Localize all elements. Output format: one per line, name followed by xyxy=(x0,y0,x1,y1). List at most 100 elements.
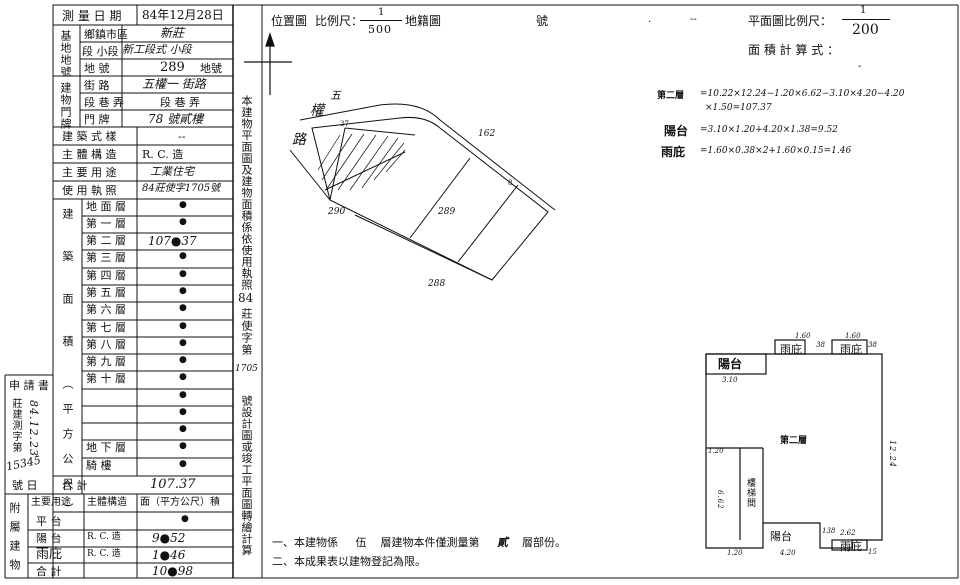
attached-struct: R. C. 造 xyxy=(87,532,121,542)
fp-balcony-bottom: 陽台 xyxy=(770,530,792,543)
fp-floor-label: 第二層 xyxy=(780,436,808,446)
floorplan-scale-label: 平面圖比例尺： xyxy=(748,14,833,28)
style-value: -- xyxy=(178,130,186,143)
note1-floor: 貳 xyxy=(497,536,508,549)
canopy-label: 雨庇 xyxy=(661,145,686,159)
balcony-label: 陽台 xyxy=(664,124,689,138)
floor-name: 騎 樓 xyxy=(86,459,112,472)
note1-suffix: 層部份。 xyxy=(522,536,566,549)
floorplan-scale-bar xyxy=(842,19,890,20)
use-label: 主 要 用 途 xyxy=(62,166,117,179)
note1-floors: 伍 xyxy=(355,536,367,549)
corner-b: 8 xyxy=(508,179,513,187)
lot-value: 289 xyxy=(160,60,185,75)
applicant-no-label: 莊建測字第 xyxy=(10,398,21,453)
fp-d662: 6.62 xyxy=(716,490,724,510)
floor-name: 第 三 層 xyxy=(86,251,126,264)
applicant-date: 84.12.23 xyxy=(27,400,40,457)
dash2: -- xyxy=(690,14,697,25)
scale-den: 500 xyxy=(368,23,392,36)
floor-name: 第 二 層 xyxy=(86,234,126,247)
section-value: 新工段式 小段 xyxy=(122,43,192,56)
floor-value: ● xyxy=(179,424,187,434)
balcony-formula: =3.10×1.20+4.20×1.38=9.52 xyxy=(700,125,838,135)
fp-canopy-bottom: 雨庇 xyxy=(840,540,862,553)
permit-label: 使 用 執 照 xyxy=(62,184,117,197)
fp-d160a: 1.60 xyxy=(795,332,811,340)
floor-name: 第 九 層 xyxy=(86,355,126,368)
road-label-bottom: 路 xyxy=(292,132,306,148)
fp-d160b: 1.60 xyxy=(845,332,861,340)
cadastral-label: 地籍圖 xyxy=(405,14,442,28)
total-value: 107.37 xyxy=(150,477,196,492)
structure-label: 主 體 構 造 xyxy=(62,148,117,161)
location-label: 位置圖 xyxy=(271,14,308,28)
fp-d310: 3.10 xyxy=(722,376,738,384)
att-use-header: 主要用途 xyxy=(31,497,71,508)
note1-mid: 層建物本件僅測量第 xyxy=(380,536,480,549)
floor-value: ● xyxy=(179,338,187,348)
floor-name: 第 四 層 xyxy=(86,269,126,282)
fp-d138: 138 xyxy=(822,527,836,535)
applicant-suffix: 號 日 xyxy=(12,479,38,492)
attached-use: 合 計 xyxy=(36,565,62,578)
note1-prefix: 一、本建物係 xyxy=(272,536,338,549)
note2: 二、本成果表以建物登記為限。 xyxy=(272,555,426,568)
floor2-formula2: ×1.50=107.37 xyxy=(705,103,772,113)
floor-name: 第 六 層 xyxy=(86,303,126,316)
attached-use: 雨庇 xyxy=(36,547,63,562)
attached-area: 1●46 xyxy=(152,548,186,562)
floorplan-scale-den: 200 xyxy=(852,22,879,38)
attached-use: 陽 台 xyxy=(36,532,62,545)
scale-label: 比例尺： xyxy=(315,14,364,28)
floor-name: 地 下 層 xyxy=(86,441,126,454)
note-column-mid: 莊使字第 xyxy=(240,308,253,356)
fp-canopy-top1: 雨庇 xyxy=(780,343,802,356)
note-column-bottom: 號設計圖或竣工平面圖轉繪計算 xyxy=(240,395,253,556)
dim-290: 290 xyxy=(328,207,346,217)
floor-name: 地 面 層 xyxy=(86,200,126,213)
floor-value: ● xyxy=(179,372,187,382)
floor-value: ● xyxy=(179,217,187,227)
attached-area: 10●98 xyxy=(152,564,194,578)
floorplan-scale-num: 1 xyxy=(860,5,867,16)
doorno-value: 78 號貳樓 xyxy=(148,112,204,126)
floor2-label: 第二層 xyxy=(657,91,685,101)
lot-suffix: 地號 xyxy=(200,62,222,75)
fp-balcony-top: 陽台 xyxy=(718,357,743,371)
canopy-formula: =1.60×0.38×2+1.60×0.15=1.46 xyxy=(700,146,852,156)
floor-name: 第 十 層 xyxy=(86,372,126,385)
note1: 一、本建物係 伍層建物本件僅測量第 貳 層部份。 xyxy=(272,537,566,548)
scale-num: 1 xyxy=(378,7,385,18)
applicant-label: 申 請 書 xyxy=(9,379,49,392)
fp-d38b: 38 xyxy=(868,341,877,349)
number-label: 號 xyxy=(536,14,549,28)
section-label: 段 小段 xyxy=(82,45,119,58)
permit-value: 84莊使字1705號 xyxy=(142,183,221,194)
floor-value: 107●37 xyxy=(148,234,197,248)
att-area-header: 面（平方公尺）積 xyxy=(140,497,220,508)
fp-d120b: 1.20 xyxy=(727,549,743,557)
dim-289: 289 xyxy=(438,207,456,217)
attached-label: 附屬建物 xyxy=(8,502,21,578)
attached-use: 平 台 xyxy=(36,515,62,528)
floor-value: ● xyxy=(179,459,187,469)
attached-area: ● xyxy=(181,514,189,524)
scale-bar xyxy=(360,20,402,21)
survey-date-label: 測 量 日 期 xyxy=(62,9,122,23)
style-label: 建 築 式 樣 xyxy=(62,130,117,143)
floor-value: ● xyxy=(179,200,187,210)
floor-value: ● xyxy=(179,269,187,279)
fp-d420: 4.20 xyxy=(780,549,796,557)
floor2-formula: =10.22×12.24−1.20×6.62−3.10×4.20−4.20 xyxy=(700,89,905,99)
dim-288: 288 xyxy=(428,279,446,289)
floor-name: 第 五 層 xyxy=(86,286,126,299)
floor-value: ● xyxy=(179,355,187,365)
dash1: . xyxy=(648,14,652,25)
dim-162: 162 xyxy=(478,129,496,139)
floor-value: ● xyxy=(179,286,187,296)
fp-stair-label: 樓梯間 xyxy=(745,478,755,508)
building-label: 建物門牌 xyxy=(59,82,72,130)
floor-value: ● xyxy=(179,251,187,261)
building-area-label: 建 築 面 積 （平方公尺） xyxy=(61,208,74,528)
